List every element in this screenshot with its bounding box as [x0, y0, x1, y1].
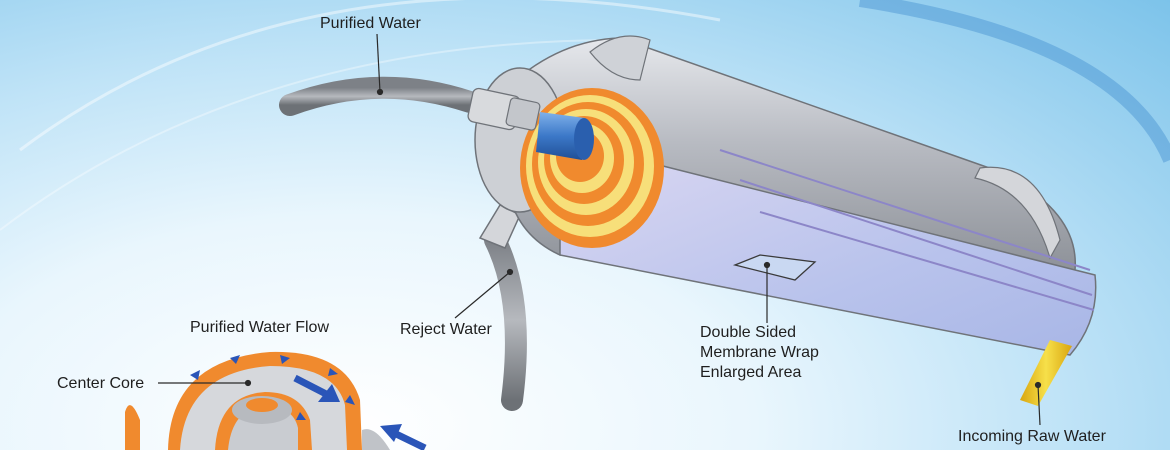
fitting-thread: [505, 97, 541, 131]
housing-cap: [589, 35, 651, 81]
purified-water-callout-line: [376, 33, 381, 93]
membrane-wrap-callout-dot: [763, 261, 771, 269]
membrane-wrap-edge: [759, 211, 1095, 311]
enlarged-area-marker: [732, 254, 817, 281]
raw-water-callout-line: [1037, 384, 1041, 426]
membrane-wrap-label-line: Membrane Wrap: [700, 344, 819, 361]
incoming-raw-water-label: Incoming Raw Water: [958, 428, 1106, 445]
background-arc: [858, 0, 1170, 163]
reject-water-callout-line: [454, 271, 511, 319]
raw-water-stream: [1020, 340, 1072, 406]
purified-water-callout-dot: [376, 88, 384, 96]
membrane-wrap-edge: [739, 179, 1093, 296]
reject-water-label: Reject Water: [400, 321, 492, 338]
background-arc: [19, 0, 721, 152]
flow-arrow-head: [318, 384, 340, 402]
flow-arrow: [390, 428, 427, 450]
background-arc: [0, 39, 621, 231]
raw-water-callout-dot: [1034, 381, 1042, 389]
membrane-wrap-edge: [719, 149, 1091, 271]
membrane-wrap-label-line: Enlarged Area: [700, 364, 802, 381]
center-tube: [536, 112, 585, 160]
membrane-spiral-cross-section: [520, 88, 664, 248]
center-core-callout-dot: [244, 379, 252, 387]
membrane-wrap-label: Double Sided Membrane Wrap Enlarged Area: [700, 323, 880, 383]
membrane-wrap: [559, 139, 1097, 356]
flow-arrow: [293, 374, 332, 400]
reject-water-callout-dot: [506, 268, 514, 276]
center-core-label: Center Core: [57, 375, 145, 392]
membrane-wrap-label-line: Double Sided: [700, 324, 797, 341]
center-tube-end: [574, 118, 594, 160]
purified-water-flow-label: Purified Water Flow: [190, 319, 329, 336]
purified-water-label: Purified Water: [320, 15, 421, 32]
flow-arrow-head: [380, 424, 402, 442]
spiral-flow-arrows: [190, 355, 355, 420]
reject-water-tube: [484, 229, 527, 411]
